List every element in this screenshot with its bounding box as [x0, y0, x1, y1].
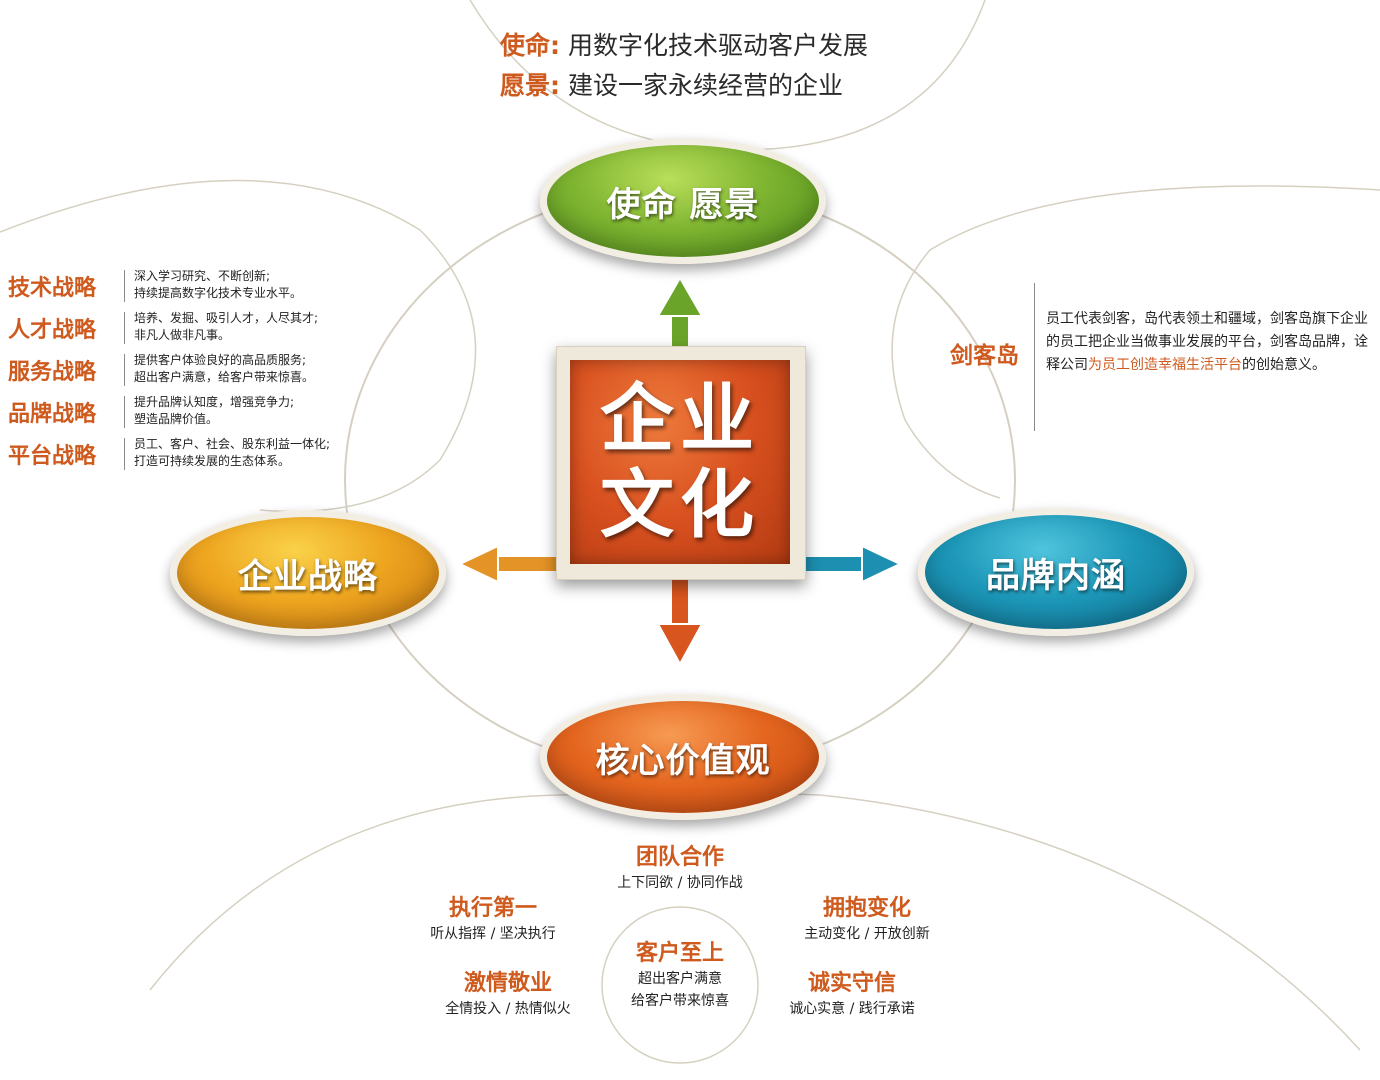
value-teamwork: 团队合作 上下同欲 / 协同作战 [580, 844, 780, 894]
strategy-desc-line: 培养、发掘、吸引人才，人尽其才; [134, 311, 319, 325]
value-sub: 给客户带来惊喜 [631, 993, 729, 1009]
customer-circle [601, 906, 759, 1064]
arrow-up [656, 276, 704, 351]
node-mission-vision: 使命 愿景 [540, 138, 826, 264]
vision-statement: 愿景: 建设一家永续经营的企业 [500, 70, 843, 102]
mission-label: 使命: [500, 31, 560, 60]
brand-arc [891, 185, 1380, 499]
brand-title: 剑客岛 [950, 343, 1019, 369]
strategy-desc: 员工、客户、社会、股东利益一体化; 打造可持续发展的生态体系。 [134, 436, 330, 470]
value-sub: 主动变化 / 开放创新 [804, 926, 930, 942]
strategy-name: 品牌战略 [8, 402, 97, 427]
value-title: 拥抱变化 [822, 896, 911, 921]
value-sub: 诚心实意 / 践行承诺 [789, 1001, 915, 1017]
divider [124, 270, 125, 302]
divider [124, 396, 125, 428]
value-sub: 听从指挥 / 坚决执行 [430, 926, 556, 942]
brand-description: 员工代表剑客，岛代表领土和疆域，剑客岛旗下企业的员工把企业当做事业发展的平台，剑… [1046, 308, 1372, 377]
value-title: 客户至上 [635, 941, 724, 966]
strategy-name: 平台战略 [8, 444, 97, 469]
arrow-down [656, 573, 704, 667]
strategy-desc-line: 持续提高数字化技术专业水平。 [134, 286, 303, 300]
mission-text: 用数字化技术驱动客户发展 [567, 31, 868, 60]
strategy-desc-line: 打造可持续发展的生态体系。 [134, 454, 291, 468]
strategy-desc-line: 员工、客户、社会、股东利益一体化; [134, 437, 331, 451]
vision-label: 愿景: [500, 71, 560, 100]
value-title: 执行第一 [448, 896, 537, 921]
vision-text: 建设一家永续经营的企业 [567, 71, 843, 100]
strategy-desc-line: 提供客户体验良好的高品质服务; [134, 353, 307, 367]
divider [124, 438, 125, 470]
divider [124, 354, 125, 386]
arrow-right [799, 544, 903, 584]
divider [124, 312, 125, 344]
value-title: 激情敬业 [463, 971, 552, 996]
strategy-desc-line: 深入学习研究、不断创新; [134, 269, 271, 283]
strategy-desc-line: 提升品牌认知度，增强竞争力; [134, 395, 295, 409]
value-title: 诚实守信 [807, 971, 896, 996]
arrow-left [457, 544, 561, 584]
value-title: 团队合作 [635, 845, 724, 870]
strategy-name: 服务战略 [8, 360, 97, 385]
brand-desc-highlight: 为员工创造幸福生活平台 [1088, 357, 1242, 373]
node-core-values: 核心价值观 [540, 694, 826, 820]
strategy-arc [0, 179, 477, 513]
strategy-desc: 深入学习研究、不断创新; 持续提高数字化技术专业水平。 [134, 268, 302, 302]
brand-desc-before: 员工代表剑客，岛代表领土和疆域，剑客岛旗下企业的员工把企业当做事业发展的平台，剑… [1046, 311, 1368, 373]
value-sub: 超出客户满意 [638, 971, 722, 987]
center-box: 企业 文化 [570, 360, 790, 564]
strategy-desc-line: 非凡人做非凡事。 [134, 328, 231, 342]
mission-statement: 使命: 用数字化技术驱动客户发展 [500, 30, 868, 62]
value-customer-first: 客户至上 超出客户满意 给客户带来惊喜 [600, 940, 760, 1012]
strategy-name: 人才战略 [8, 318, 97, 343]
strategy-desc: 培养、发掘、吸引人才，人尽其才; 非凡人做非凡事。 [134, 310, 318, 344]
node-strategy: 企业战略 [170, 510, 446, 636]
strategy-desc: 提升品牌认知度，增强竞争力; 塑造品牌价值。 [134, 394, 294, 428]
value-execution: 执行第一 听从指挥 / 坚决执行 [393, 895, 593, 945]
value-sub: 全情投入 / 热情似火 [445, 1001, 571, 1017]
value-sub: 上下同欲 / 协同作战 [617, 875, 743, 891]
value-integrity: 诚实守信 诚心实意 / 践行承诺 [752, 970, 952, 1020]
strategy-name: 技术战略 [8, 276, 97, 301]
value-passion: 激情敬业 全情投入 / 热情似火 [408, 970, 608, 1020]
strategy-desc: 提供客户体验良好的高品质服务; 超出客户满意，给客户带来惊喜。 [134, 352, 314, 386]
center-title-line1: 企业 [600, 376, 760, 462]
divider [1034, 283, 1035, 431]
strategy-desc-line: 超出客户满意，给客户带来惊喜。 [134, 370, 315, 384]
center-title-line2: 文化 [600, 462, 760, 548]
value-embrace-change: 拥抱变化 主动变化 / 开放创新 [767, 895, 967, 945]
brand-desc-after: 的创始意义。 [1242, 357, 1326, 373]
node-brand: 品牌内涵 [918, 508, 1194, 636]
strategy-desc-line: 塑造品牌价值。 [134, 412, 219, 426]
